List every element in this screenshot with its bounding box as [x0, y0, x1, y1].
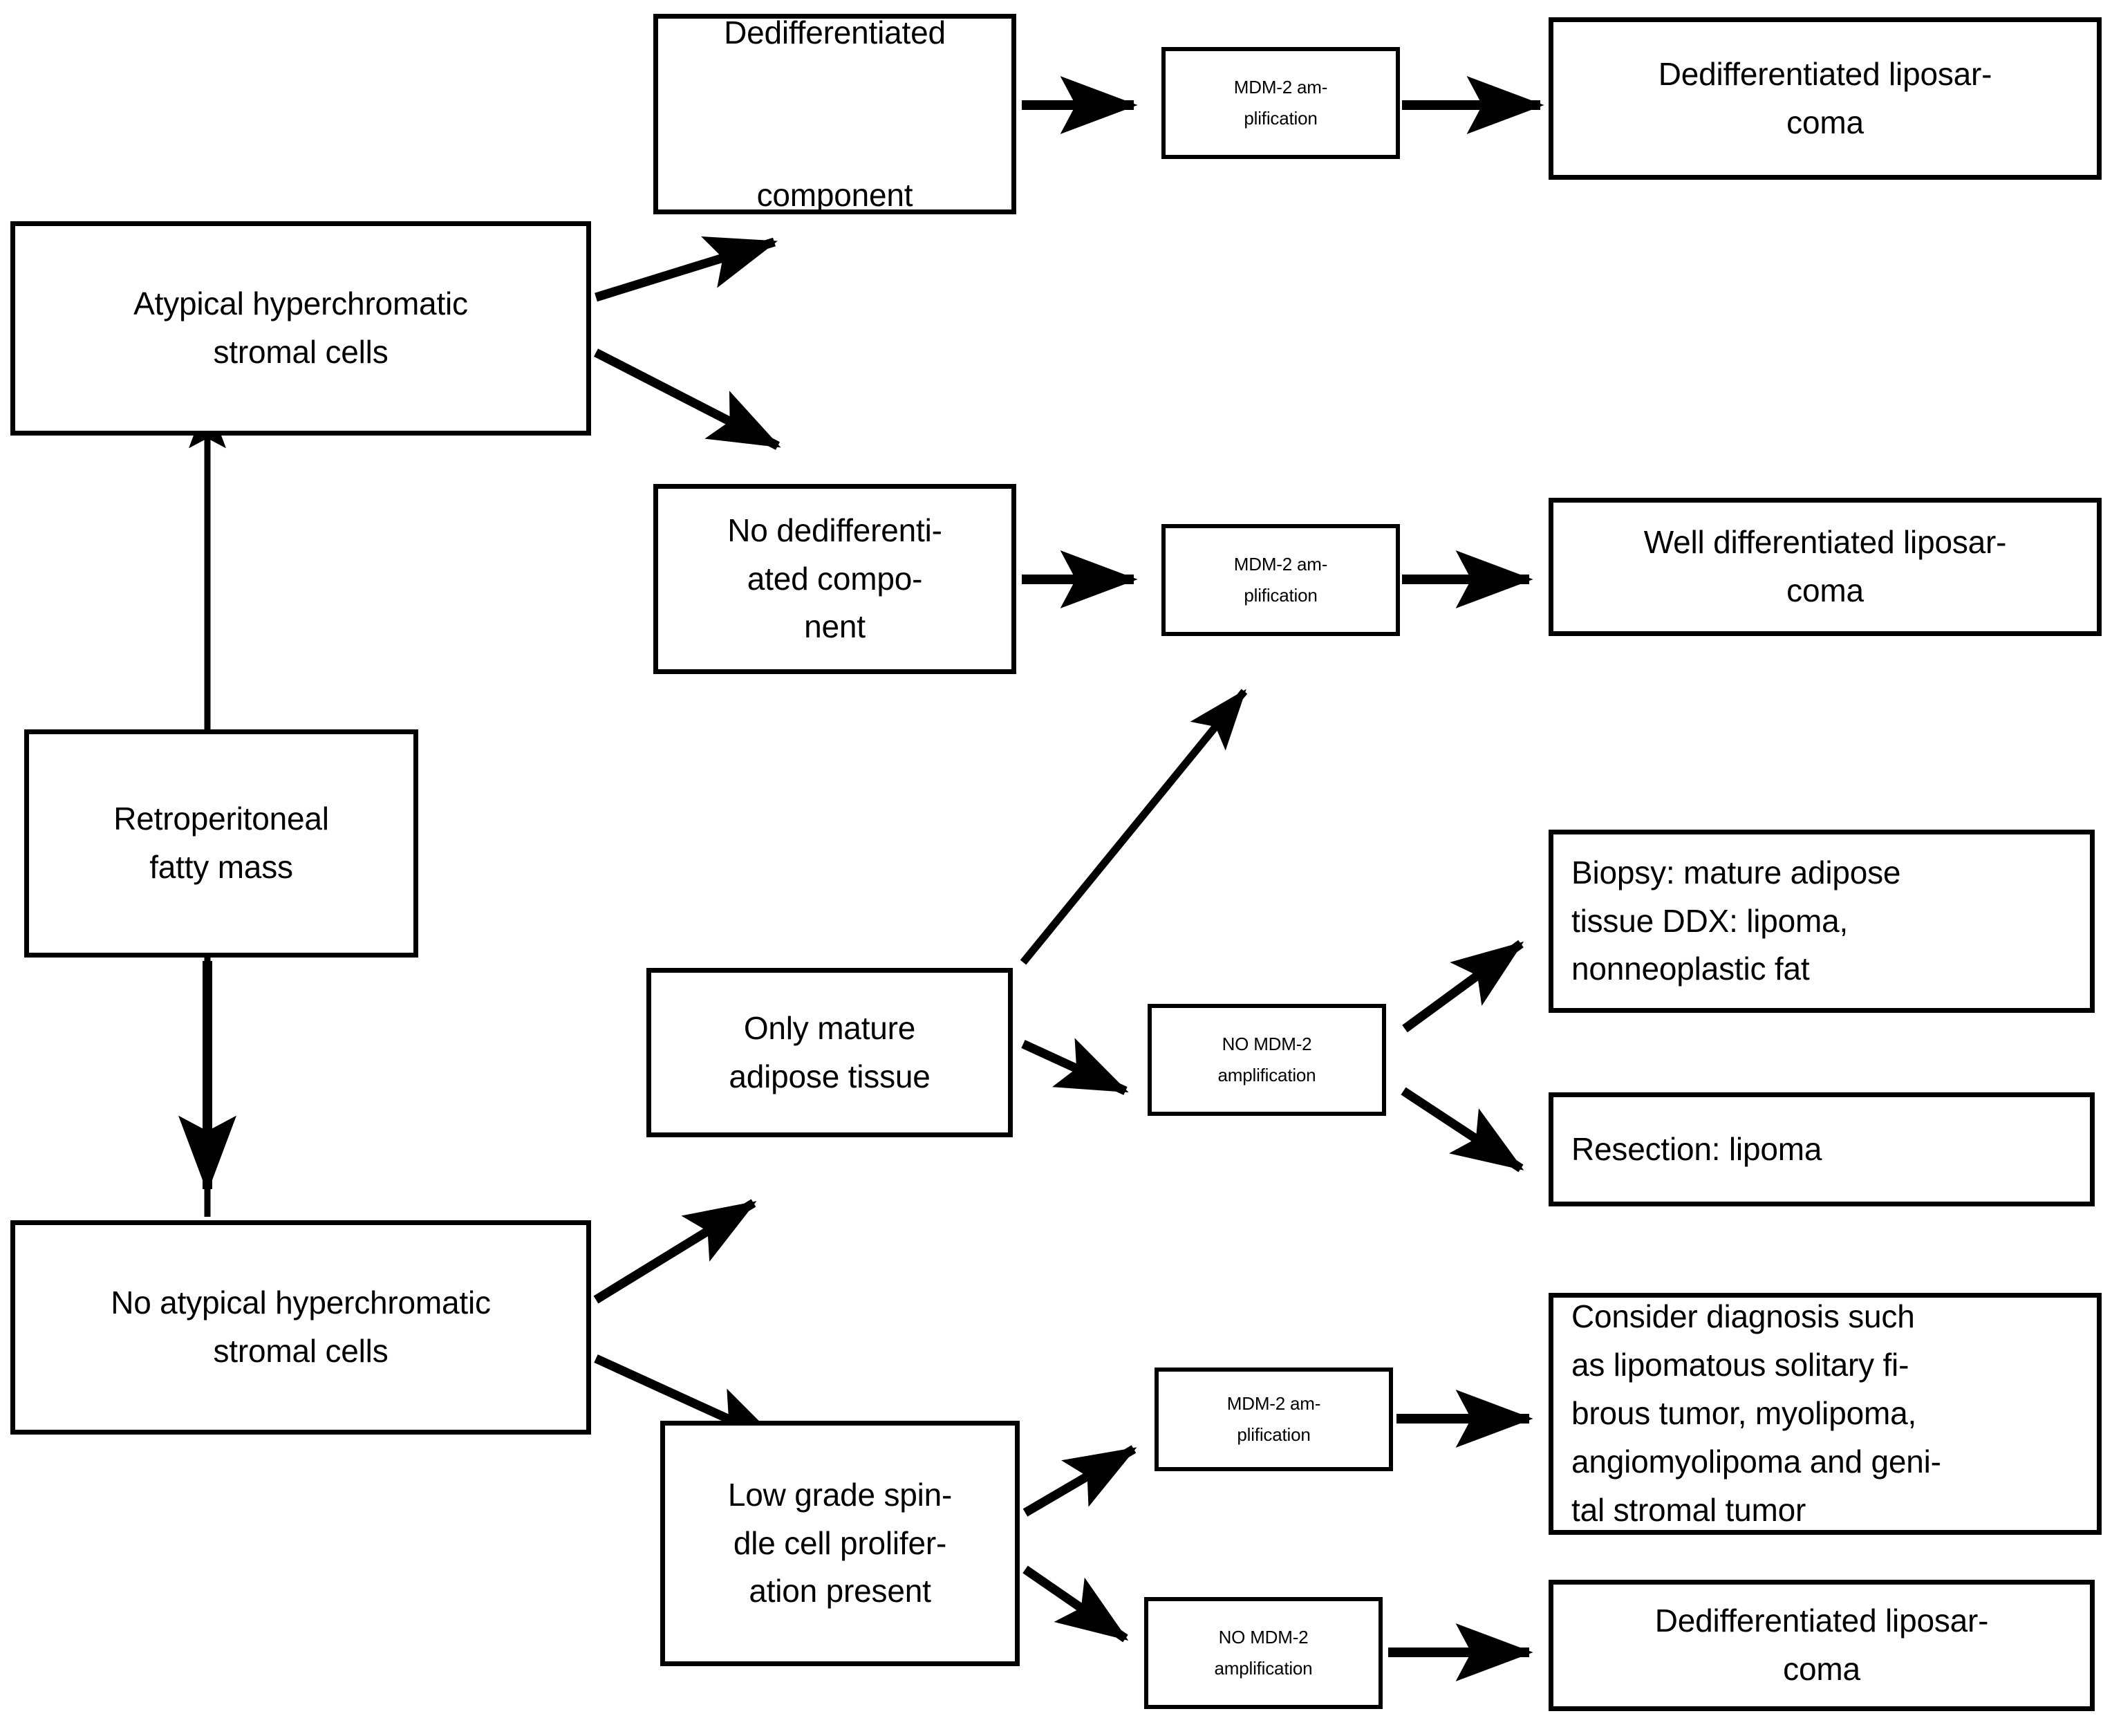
- node-label: Atypical hyperchromatic stromal cells: [133, 286, 468, 370]
- node-retroperitoneal-fatty-mass[interactable]: Retroperitoneal fatty mass: [24, 729, 418, 958]
- edge-nomdm2mid-to-resection: [1401, 1087, 1524, 1173]
- node-label: Dedifferentiated component: [724, 15, 946, 213]
- edge-onlymature-to-nomdm2mid: [1021, 1038, 1129, 1095]
- node-label: Retroperitoneal fatty mass: [113, 801, 329, 885]
- node-atypical-hyperchromatic-stromal-cells[interactable]: Atypical hyperchromatic stromal cells: [10, 221, 591, 436]
- edge-atypical-to-nodediffcomponent: [594, 348, 781, 450]
- node-label: MDM-2 am- plification: [1233, 554, 1328, 606]
- node-label: Dedifferentiated liposar- coma: [1654, 1603, 1989, 1687]
- node-mdm2-amplification-mid[interactable]: MDM-2 am- plification: [1161, 524, 1400, 636]
- edge-noatypical-to-onlymature: [593, 1199, 757, 1304]
- node-label: Consider diagnosis such as lipomatous so…: [1571, 1298, 1941, 1528]
- node-biopsy-mature-adipose-tissue[interactable]: Biopsy: mature adipose tissue DDX: lipom…: [1549, 830, 2095, 1013]
- node-consider-diagnosis[interactable]: Consider diagnosis such as lipomatous so…: [1549, 1293, 2102, 1535]
- node-dedifferentiated-component[interactable]: Dedifferentiated component: [653, 14, 1016, 214]
- node-only-mature-adipose-tissue[interactable]: Only mature adipose tissue: [646, 968, 1013, 1137]
- node-no-mdm2-amplification-mid[interactable]: NO MDM-2 amplification: [1148, 1004, 1386, 1116]
- edge-onlymature-to-mdm2mid: [1020, 689, 1248, 965]
- node-label: NO MDM-2 amplification: [1217, 1034, 1316, 1085]
- node-label: Resection: lipoma: [1571, 1130, 1822, 1167]
- node-no-mdm2-amplification-bottom[interactable]: NO MDM-2 amplification: [1144, 1597, 1383, 1709]
- node-label: Low grade spin- dle cell prolifer- ation…: [727, 1476, 953, 1609]
- node-label: MDM-2 am- plification: [1233, 77, 1328, 129]
- node-label: NO MDM-2 amplification: [1214, 1627, 1313, 1679]
- node-label: Dedifferentiated liposar- coma: [1658, 55, 1992, 140]
- node-mdm2-amplification-bottom[interactable]: MDM-2 am- plification: [1155, 1368, 1393, 1471]
- edge-lowgrade-to-mdm2bottom: [1022, 1445, 1137, 1517]
- node-dedifferentiated-liposarcoma-bottom[interactable]: Dedifferentiated liposar- coma: [1549, 1580, 2095, 1711]
- edge-atypical-to-dediffcomponent: [595, 236, 778, 302]
- node-well-differentiated-liposarcoma[interactable]: Well differentiated liposar- coma: [1549, 498, 2102, 636]
- edge-lowgrade-to-nomdm2bottom: [1022, 1565, 1129, 1643]
- node-no-dedifferentiated-component[interactable]: No dedifferenti- ated compo- nent: [653, 484, 1016, 674]
- node-label: No atypical hyperchromatic stromal cells: [111, 1285, 491, 1369]
- node-dedifferentiated-liposarcoma-top[interactable]: Dedifferentiated liposar- coma: [1549, 17, 2102, 180]
- node-resection-lipoma[interactable]: Resection: lipoma: [1549, 1092, 2095, 1206]
- node-label: MDM-2 am- plification: [1226, 1393, 1321, 1445]
- node-label: No dedifferenti- ated compo- nent: [727, 512, 942, 645]
- edge-nomdm2mid-to-biopsy: [1402, 940, 1524, 1033]
- node-label: Only mature adipose tissue: [729, 1009, 931, 1094]
- node-label: Biopsy: mature adipose tissue DDX: lipom…: [1571, 854, 1901, 987]
- node-low-grade-spindle-cell-proliferation[interactable]: Low grade spin- dle cell prolifer- ation…: [660, 1421, 1020, 1666]
- node-no-atypical-hyperchromatic-stromal-cells[interactable]: No atypical hyperchromatic stromal cells: [10, 1220, 591, 1435]
- node-mdm2-amplification-top[interactable]: MDM-2 am- plification: [1161, 47, 1400, 159]
- node-label: Well differentiated liposar- coma: [1643, 524, 2007, 608]
